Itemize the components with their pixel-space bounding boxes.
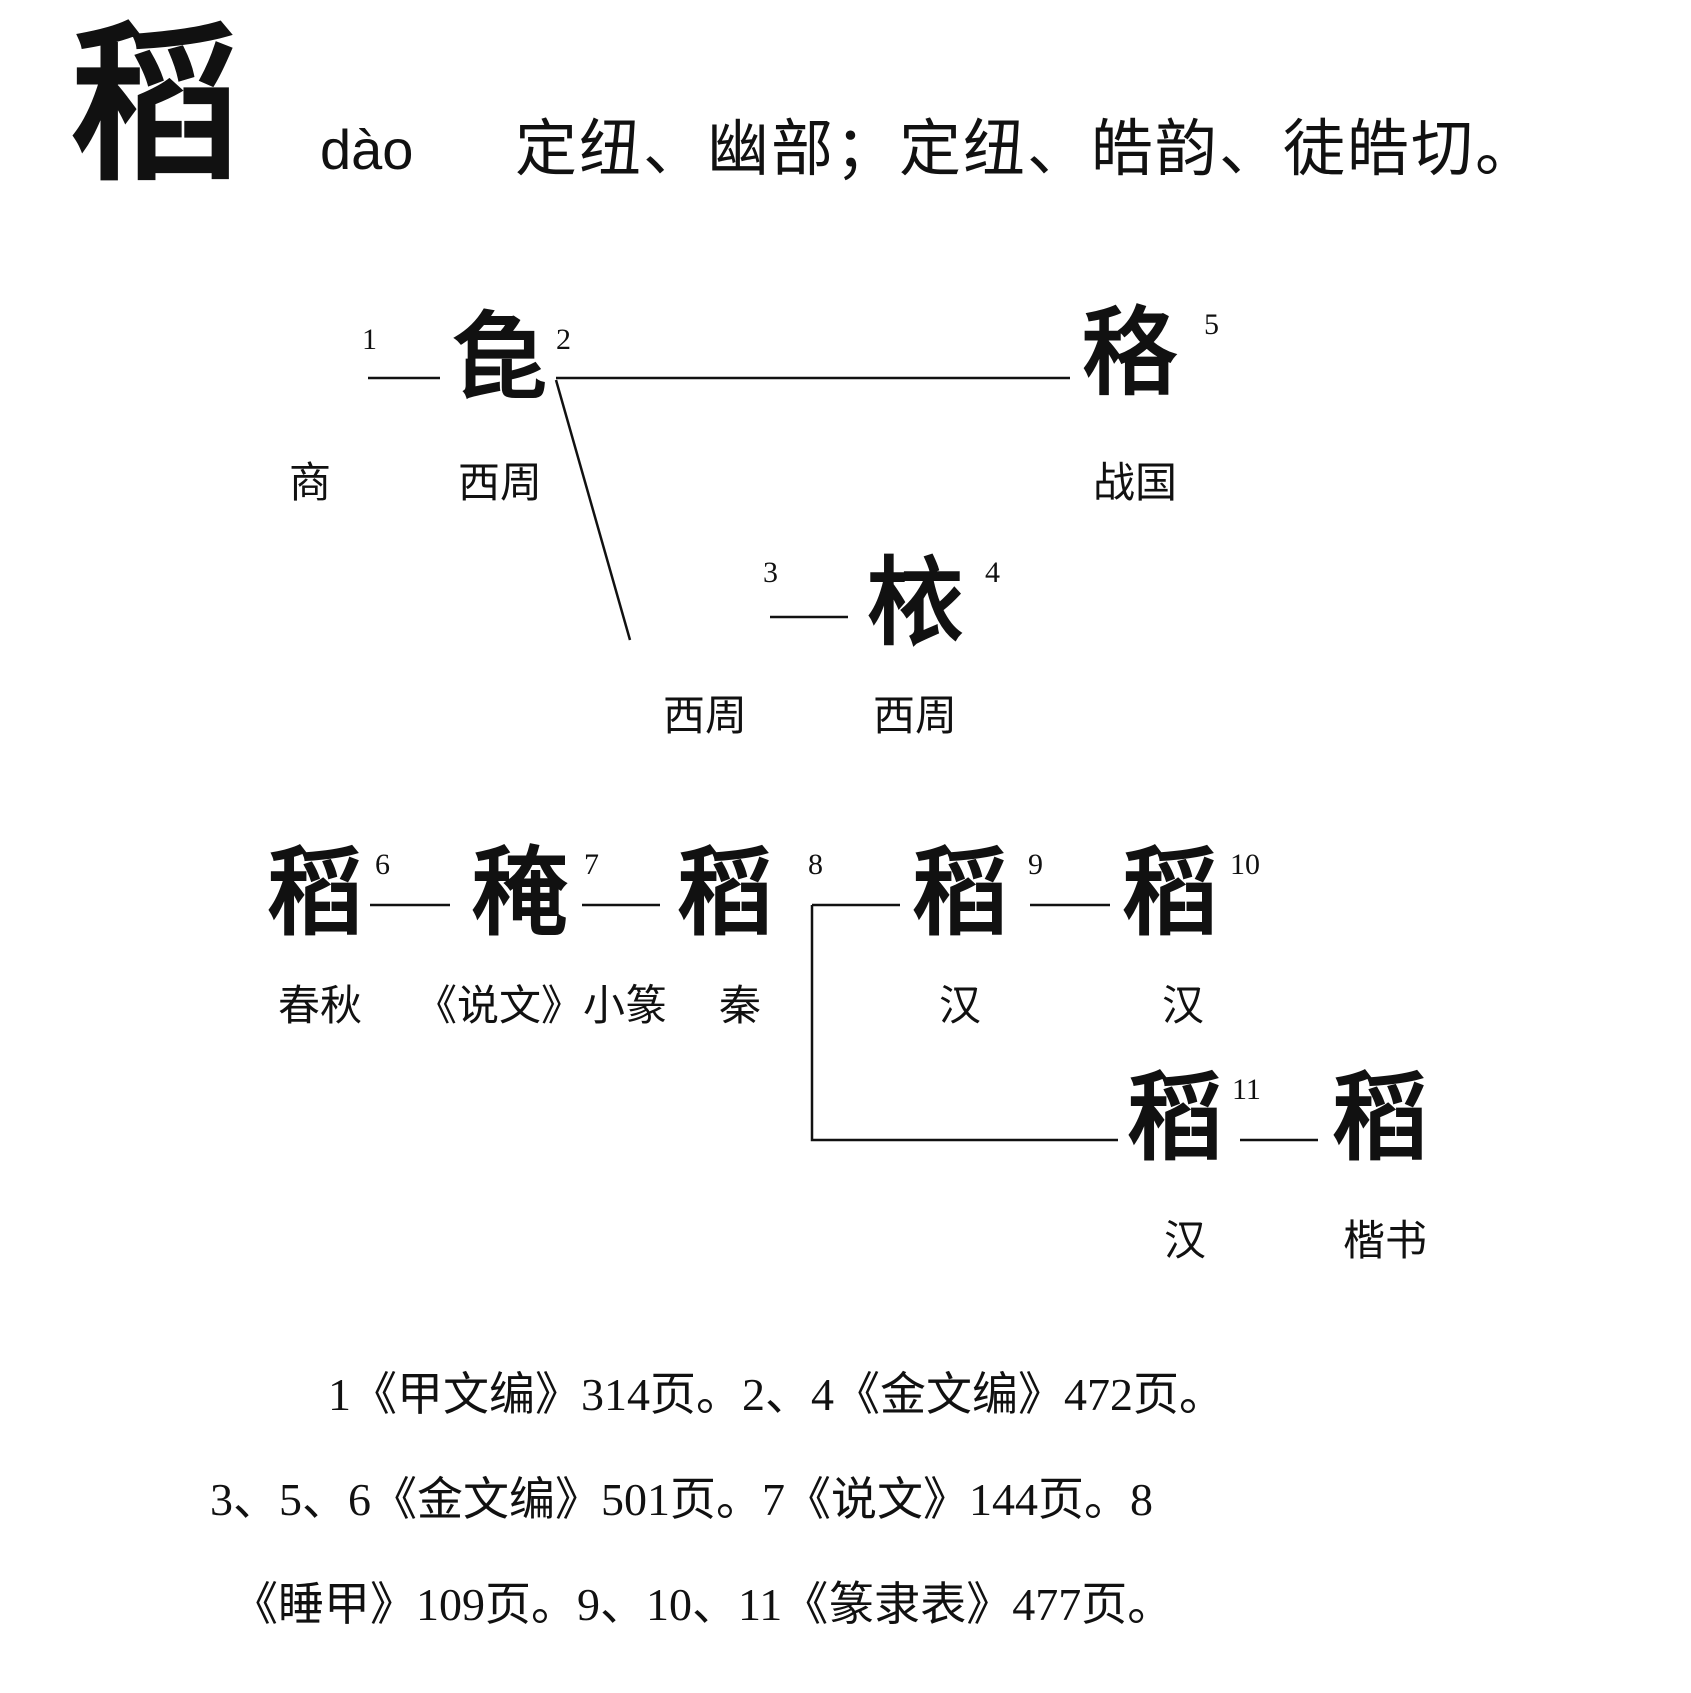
form-2-era: 西周 [440,462,560,504]
source-note-line-1: 1《甲文编》314页。2、4《金文编》472页。 [328,1372,1225,1418]
form-5-number: 5 [1204,310,1219,340]
form-kaishu-glyph: 稻 [1320,1070,1440,1166]
form-8-glyph: 稻 [665,845,785,941]
form-1-glyph: 𣂺 [250,300,370,386]
form-8-number: 8 [808,850,823,880]
form-7-glyph: 䅖 [460,845,580,941]
form-4-number: 4 [985,558,1000,588]
form-8-era: 秦 [700,985,780,1027]
form-10-glyph: 稻 [1110,845,1230,941]
form-4-era: 西周 [855,695,975,737]
form-7-era: 《说文》小篆 [415,985,645,1027]
form-kaishu-era: 楷书 [1320,1220,1450,1262]
form-6-number: 6 [375,850,390,880]
form-11-glyph: 稻 [1115,1070,1235,1166]
form-1-era: 商 [260,462,360,504]
form-3-number: 3 [763,558,778,588]
form-2-number: 2 [556,325,571,355]
form-9-glyph: 稻 [900,845,1020,941]
form-10-number: 10 [1230,850,1260,880]
form-6-glyph: 稻 [255,845,375,941]
connector-2-3 [556,380,630,640]
form-6-era: 春秋 [265,985,375,1027]
form-4-glyph: 𣐿 [855,555,975,651]
form-11-number: 11 [1232,1075,1261,1105]
form-10-era: 汉 [1148,985,1218,1027]
form-9-number: 9 [1028,850,1043,880]
form-3-era: 西周 [645,695,765,737]
form-11-era: 汉 [1150,1220,1220,1262]
form-9-era: 汉 [925,985,995,1027]
form-2-glyph: 㲋 [440,310,560,406]
form-5-era: 战国 [1075,462,1195,504]
form-1-number: 1 [362,325,377,355]
form-5-glyph: 䅂 [1070,305,1190,401]
form-7-number: 7 [584,850,599,880]
source-note-line-2: 3、5、6《金文编》501页。7《说文》144页。8 [210,1477,1153,1523]
form-3-glyph: 𥹋 [645,555,765,651]
source-note-line-3: 《睡甲》109页。9、10、11《篆隶表》477页。 [232,1582,1173,1628]
